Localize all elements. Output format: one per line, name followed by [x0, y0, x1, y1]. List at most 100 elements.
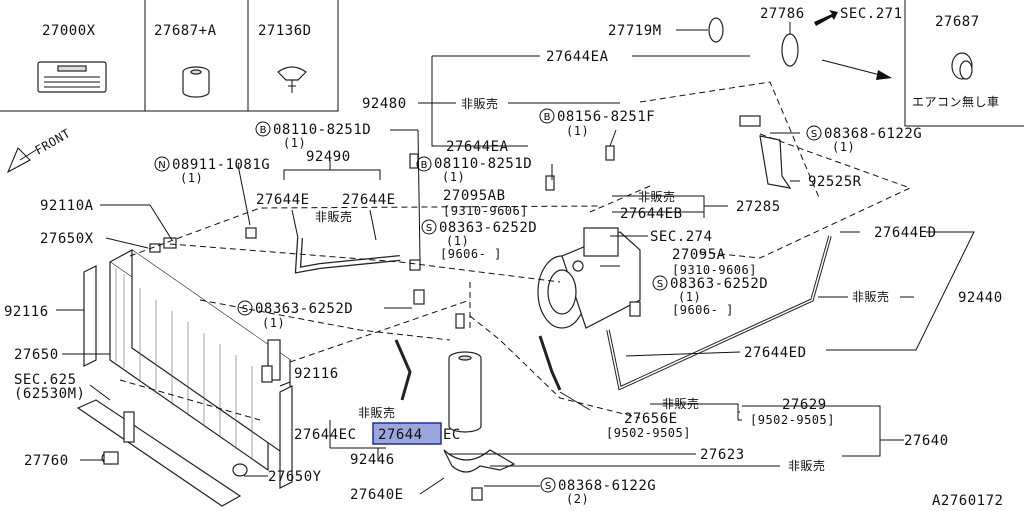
part-labels: 27719M 27786 27644EA 92480 非販売 08156-825…	[4, 6, 1003, 509]
label-27095AB[interactable]: 27095AB	[443, 188, 506, 204]
label-27095A[interactable]: 27095A	[672, 247, 726, 263]
label-27644EC-suffix: EC	[443, 427, 461, 443]
parts-box-frame	[0, 0, 339, 112]
bolt-icons	[103, 145, 641, 501]
direction-arrow-icon	[821, 59, 892, 80]
label-27656E-range: [9502-9505]	[606, 426, 691, 440]
bracket-lower-icon	[76, 399, 242, 507]
label-27644EC[interactable]: 27644EC	[294, 427, 357, 443]
svg-text:B: B	[260, 125, 267, 136]
label-not-for-sale-4: 非販売	[852, 289, 890, 304]
label-27644ED-a[interactable]: 27644ED	[874, 225, 937, 241]
label-92490[interactable]: 92490	[306, 149, 351, 165]
label-92116-a[interactable]: 92116	[4, 304, 49, 320]
label-08363-6252D-a[interactable]: 08363-6252D	[439, 220, 537, 236]
figure-id: A2760172	[932, 493, 1003, 509]
bolt-marker-icons	[154, 108, 822, 493]
seal-strip-left-icon	[83, 265, 97, 367]
label-not-for-sale-2: 非販売	[315, 209, 353, 224]
leader-lines	[56, 22, 975, 495]
label-27640[interactable]: 27640	[904, 433, 949, 449]
label-27285[interactable]: 27285	[736, 199, 781, 215]
front-arrow-icon	[6, 147, 37, 174]
label-92525R[interactable]: 92525R	[808, 174, 862, 190]
svg-text:S: S	[242, 304, 248, 315]
label-27095AB-range: [9310-9606]	[443, 204, 528, 218]
label-92446[interactable]: 92446	[350, 452, 395, 468]
box-27687A-label[interactable]: 27687+A	[154, 23, 217, 39]
label-08363-6252D-c[interactable]: 08363-6252D	[255, 301, 353, 317]
label-08368-6122G-b[interactable]: 08368-6122G	[558, 478, 656, 494]
label-SEC274[interactable]: SEC.274	[650, 229, 713, 245]
label-08363a-range: [9606- ]	[440, 247, 502, 261]
marker-letters: BNB SBS SSS	[158, 112, 817, 492]
box-27687-label[interactable]: 27687	[935, 14, 980, 30]
svg-text:S: S	[811, 129, 817, 140]
label-27786[interactable]: 27786	[760, 6, 805, 22]
label-27644-highlighted[interactable]: 27644	[378, 427, 423, 443]
label-27650[interactable]: 27650	[14, 347, 59, 363]
label-92110A[interactable]: 92110A	[40, 198, 94, 214]
label-not-for-sale-6: 非販売	[358, 405, 396, 420]
label-08368-6122G-a[interactable]: 08368-6122G	[824, 126, 922, 142]
highlight-part-27644[interactable]	[372, 422, 442, 445]
label-08156-qty: (1)	[566, 124, 589, 138]
label-92480[interactable]: 92480	[362, 96, 407, 112]
label-SEC625[interactable]: SEC.625	[14, 372, 77, 388]
label-27644E-a[interactable]: 27644E	[256, 192, 310, 208]
label-27719M[interactable]: 27719M	[608, 23, 662, 39]
label-27656E[interactable]: 27656E	[624, 411, 678, 427]
label-27644ED-b[interactable]: 27644ED	[744, 345, 807, 361]
label-08110-8251D-b[interactable]: 08110-8251D	[434, 156, 532, 172]
receiver-drier-icon	[448, 351, 482, 433]
label-27760[interactable]: 27760	[24, 453, 69, 469]
box-27000X-label[interactable]: 27000X	[42, 23, 96, 39]
label-27629[interactable]: 27629	[782, 397, 827, 413]
label-not-for-sale-1: 非販売	[461, 96, 499, 111]
label-08911-1081G[interactable]: 08911-1081G	[172, 157, 270, 173]
connector-top-icon	[708, 17, 799, 67]
svg-text:N: N	[158, 160, 165, 171]
sec271-label[interactable]: SEC.271	[840, 6, 903, 22]
label-08363-6252D-b[interactable]: 08363-6252D	[670, 276, 768, 292]
svg-text:S: S	[657, 279, 663, 290]
high-pressure-pipe-icon	[599, 53, 761, 179]
compressor-icon	[537, 227, 641, 329]
label-27644EB[interactable]: 27644EB	[620, 206, 683, 222]
label-08363c-qty: (1)	[262, 316, 285, 330]
label-27640E[interactable]: 27640E	[350, 487, 404, 503]
clip-icon	[277, 66, 307, 93]
label-27650Y[interactable]: 27650Y	[268, 469, 322, 485]
label-08368b-qty: (2)	[566, 492, 589, 506]
label-08363b-range: [9606- ]	[672, 303, 734, 317]
svg-text:B: B	[421, 160, 428, 171]
label-27644EA-mid[interactable]: 27644EA	[446, 139, 509, 155]
condenser-icon	[108, 249, 292, 472]
grommet-icon	[951, 52, 973, 80]
label-08110-8251D-a[interactable]: 08110-8251D	[273, 122, 371, 138]
label-27095A-range: [9310-9606]	[672, 263, 757, 277]
drier-bracket-icon	[443, 449, 516, 473]
label-27623[interactable]: 27623	[700, 447, 745, 463]
box-27136D-label[interactable]: 27136D	[258, 23, 312, 39]
svg-text:S: S	[545, 481, 551, 492]
label-27629-range: [9502-9505]	[750, 413, 835, 427]
front-label: FRONT	[33, 126, 73, 157]
label-08110b-qty: (1)	[442, 170, 465, 184]
liquid-pipe-icon	[606, 235, 832, 391]
label-not-for-sale-5: 非販売	[662, 396, 700, 411]
label-08363b-qty: (1)	[678, 290, 701, 304]
label-27644EA-top[interactable]: 27644EA	[546, 49, 609, 65]
rubber-bushing-icon	[182, 66, 210, 98]
label-27644E-b[interactable]: 27644E	[342, 192, 396, 208]
label-62530M: (62530M)	[14, 386, 85, 402]
label-92116-b[interactable]: 92116	[294, 366, 339, 382]
label-92440[interactable]: 92440	[958, 290, 1003, 306]
hose-bracket-icon	[739, 115, 792, 189]
label-08156-8251F[interactable]: 08156-8251F	[557, 109, 655, 125]
small-pipe-icon	[394, 335, 562, 401]
label-not-for-sale-3: 非販売	[638, 189, 676, 204]
label-27650X[interactable]: 27650X	[40, 231, 94, 247]
